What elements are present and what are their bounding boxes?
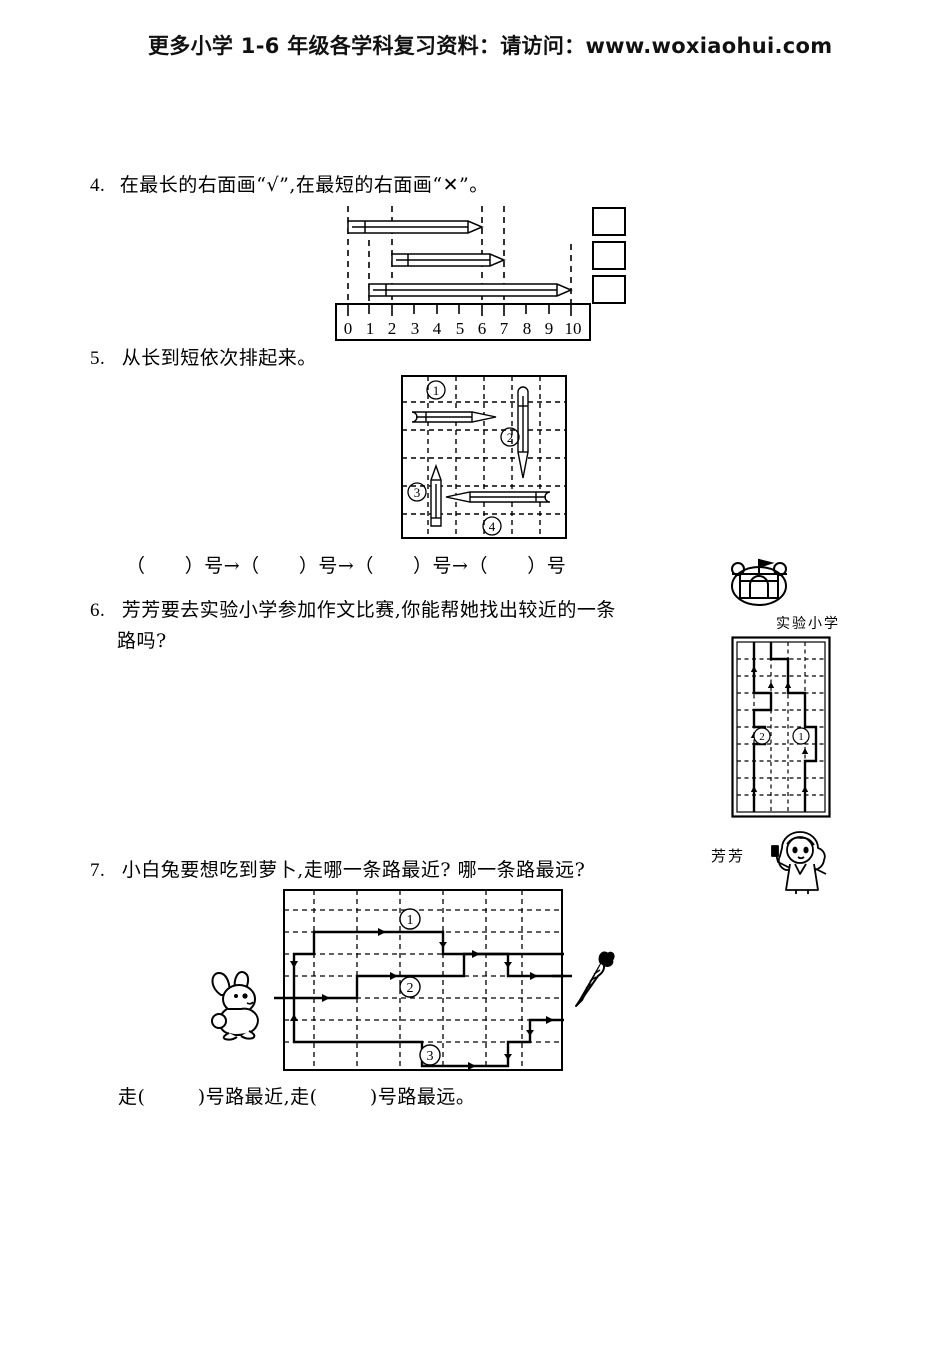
q7-label-1: 1 (407, 913, 414, 928)
ruler-tick-6: 6 (478, 319, 487, 338)
ruler-tick-4: 4 (433, 319, 442, 338)
question-7-text: 7. 小白兔要想吃到萝卜,走哪一条路最近? 哪一条路最远? (90, 855, 585, 886)
carrot-icon (572, 948, 616, 1008)
q5-label-3: 3 (414, 485, 421, 500)
question-7-number: 7. (90, 860, 106, 881)
site-header-text: 更多小学 1-6 年级各学科复习资料：请访问：www.woxiaohui.com (148, 34, 833, 58)
question-4-body: 在最长的右面画“√”,在最短的右面画“✕”。 (119, 174, 489, 196)
school-building-icon (728, 553, 790, 608)
rabbit-character-icon (205, 965, 273, 1041)
answer-box-2[interactable] (592, 241, 626, 270)
answer-box-3[interactable] (592, 275, 626, 304)
ruler-tick-8: 8 (523, 319, 532, 338)
question-5-answer-line[interactable]: （ ）号→（ ）号→（ ）号→（ ）号 (126, 555, 567, 577)
q7-label-3: 3 (427, 1049, 434, 1064)
question-4-text: 4. 在最长的右面画“√”,在最短的右面画“✕”。 (90, 170, 489, 201)
question-4-answer-boxes (592, 207, 636, 315)
ruler-tick-10: 10 (565, 319, 582, 338)
question-5-text: 5. 从长到短依次排起来。 (90, 343, 317, 374)
question-7-answer-line[interactable]: 走( )号路最近,走( )号路最远。 (118, 1086, 476, 1108)
q6-label-2: 2 (759, 731, 765, 743)
ruler-tick-0: 0 (344, 319, 353, 338)
question-6-number: 6. (90, 600, 106, 621)
girl-character-icon (762, 822, 840, 894)
school-label: 实验小学 (776, 616, 840, 632)
question-6-body-line1: 芳芳要去实验小学参加作文比赛,你能帮她找出较近的一条 (121, 599, 616, 621)
q5-label-4: 4 (489, 519, 496, 534)
ruler-tick-9: 9 (545, 319, 554, 338)
question-6-text-line1: 6. 芳芳要去实验小学参加作文比赛,你能帮她找出较近的一条 (90, 595, 616, 626)
question-4-number: 4. (90, 175, 106, 196)
question-6-text-line2: 路吗? (117, 630, 167, 652)
question-5-body: 从长到短依次排起来。 (121, 347, 317, 369)
person-label-fangfang: 芳芳 (711, 847, 746, 865)
ruler-tick-1: 1 (366, 319, 375, 338)
q5-label-2: 2 (507, 430, 514, 445)
question-7-body: 小白兔要想吃到萝卜,走哪一条路最近? 哪一条路最远? (121, 859, 586, 881)
q7-label-2: 2 (407, 981, 414, 996)
question-7-maze-figure: 1 2 3 (274, 888, 572, 1072)
question-6-route-map: 1 2 (731, 636, 831, 818)
question-5-number: 5. (90, 348, 106, 369)
q5-label-1: 1 (433, 383, 440, 398)
q6-label-1: 1 (798, 731, 804, 743)
answer-box-1[interactable] (592, 207, 626, 236)
ruler-tick-5: 5 (456, 319, 465, 338)
ruler-tick-7: 7 (500, 319, 509, 338)
ruler-tick-3: 3 (411, 319, 420, 338)
question-5-grid-figure: 1 2 3 4 (400, 374, 568, 540)
question-4-ruler-figure: 0 1 2 3 4 5 6 7 8 9 10 (332, 202, 632, 344)
ruler-tick-2: 2 (388, 319, 397, 338)
